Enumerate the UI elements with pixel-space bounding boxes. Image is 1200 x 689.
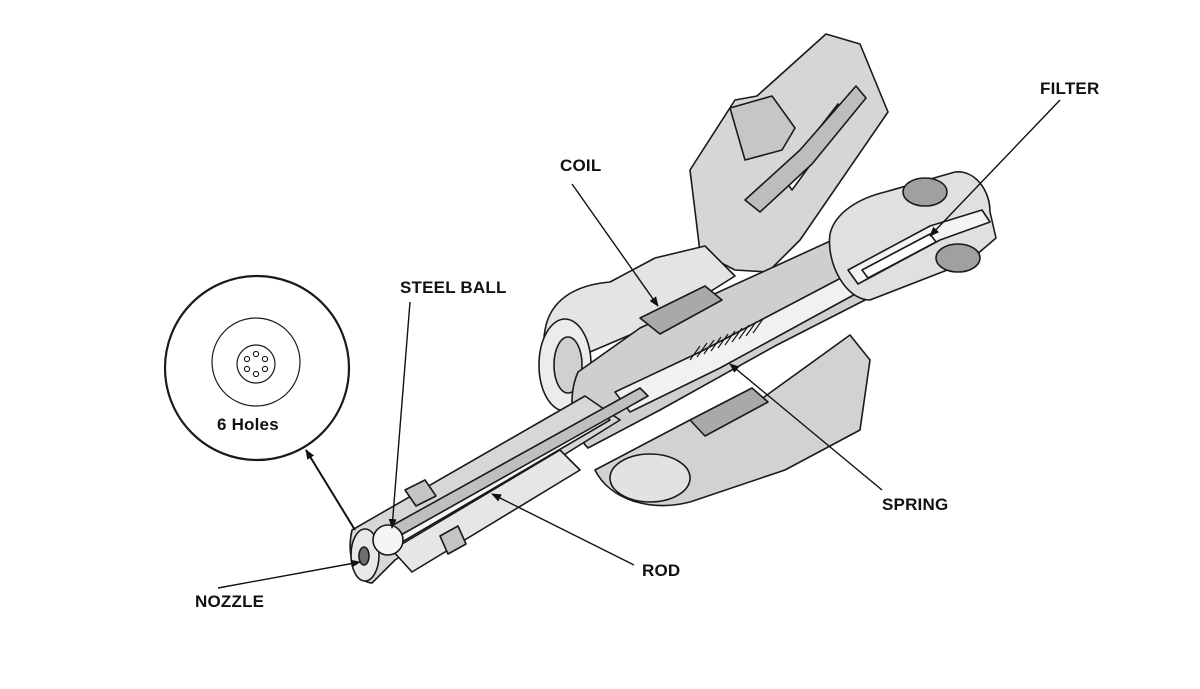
nozzle-label: NOZZLE — [195, 592, 265, 611]
coil-winding-upper — [639, 285, 723, 335]
coil-winding-lower — [689, 387, 769, 437]
inset-face-inner — [236, 344, 276, 384]
holes-count-label: 6 Holes — [217, 415, 279, 434]
coil-leader — [571, 183, 659, 307]
injector-body — [349, 33, 997, 584]
inlet-oring-lower — [935, 243, 981, 273]
leader-lines — [217, 99, 1061, 589]
inset-leader — [305, 449, 356, 531]
spring-label: SPRING — [882, 495, 949, 514]
coil-label: COIL — [560, 156, 602, 175]
steel-ball-leader — [388, 301, 411, 529]
filter-mesh-slot — [861, 233, 937, 279]
filter-label: FILTER — [1040, 79, 1100, 98]
connector-inner-wall — [744, 85, 867, 213]
spring-leader — [729, 363, 883, 491]
steel-ball-label: STEEL BALL — [400, 278, 507, 297]
filter-leader — [929, 99, 1061, 237]
inset-holes — [243, 350, 269, 378]
rod-label: ROD — [642, 561, 681, 580]
spring-coils — [689, 318, 764, 361]
nozzle-detail-inset — [163, 274, 351, 462]
nozzle-leader — [217, 559, 361, 589]
tube-clip-lower — [439, 525, 467, 555]
lower-ring — [609, 453, 691, 503]
rod-leader — [491, 493, 635, 566]
nozzle-orifice — [358, 546, 370, 566]
tube-outer-sleeve — [391, 449, 581, 573]
steel-ball — [372, 524, 404, 556]
inlet-oring-upper — [902, 177, 948, 207]
connector-latch — [729, 95, 796, 161]
tube-clip-upper — [404, 479, 437, 507]
